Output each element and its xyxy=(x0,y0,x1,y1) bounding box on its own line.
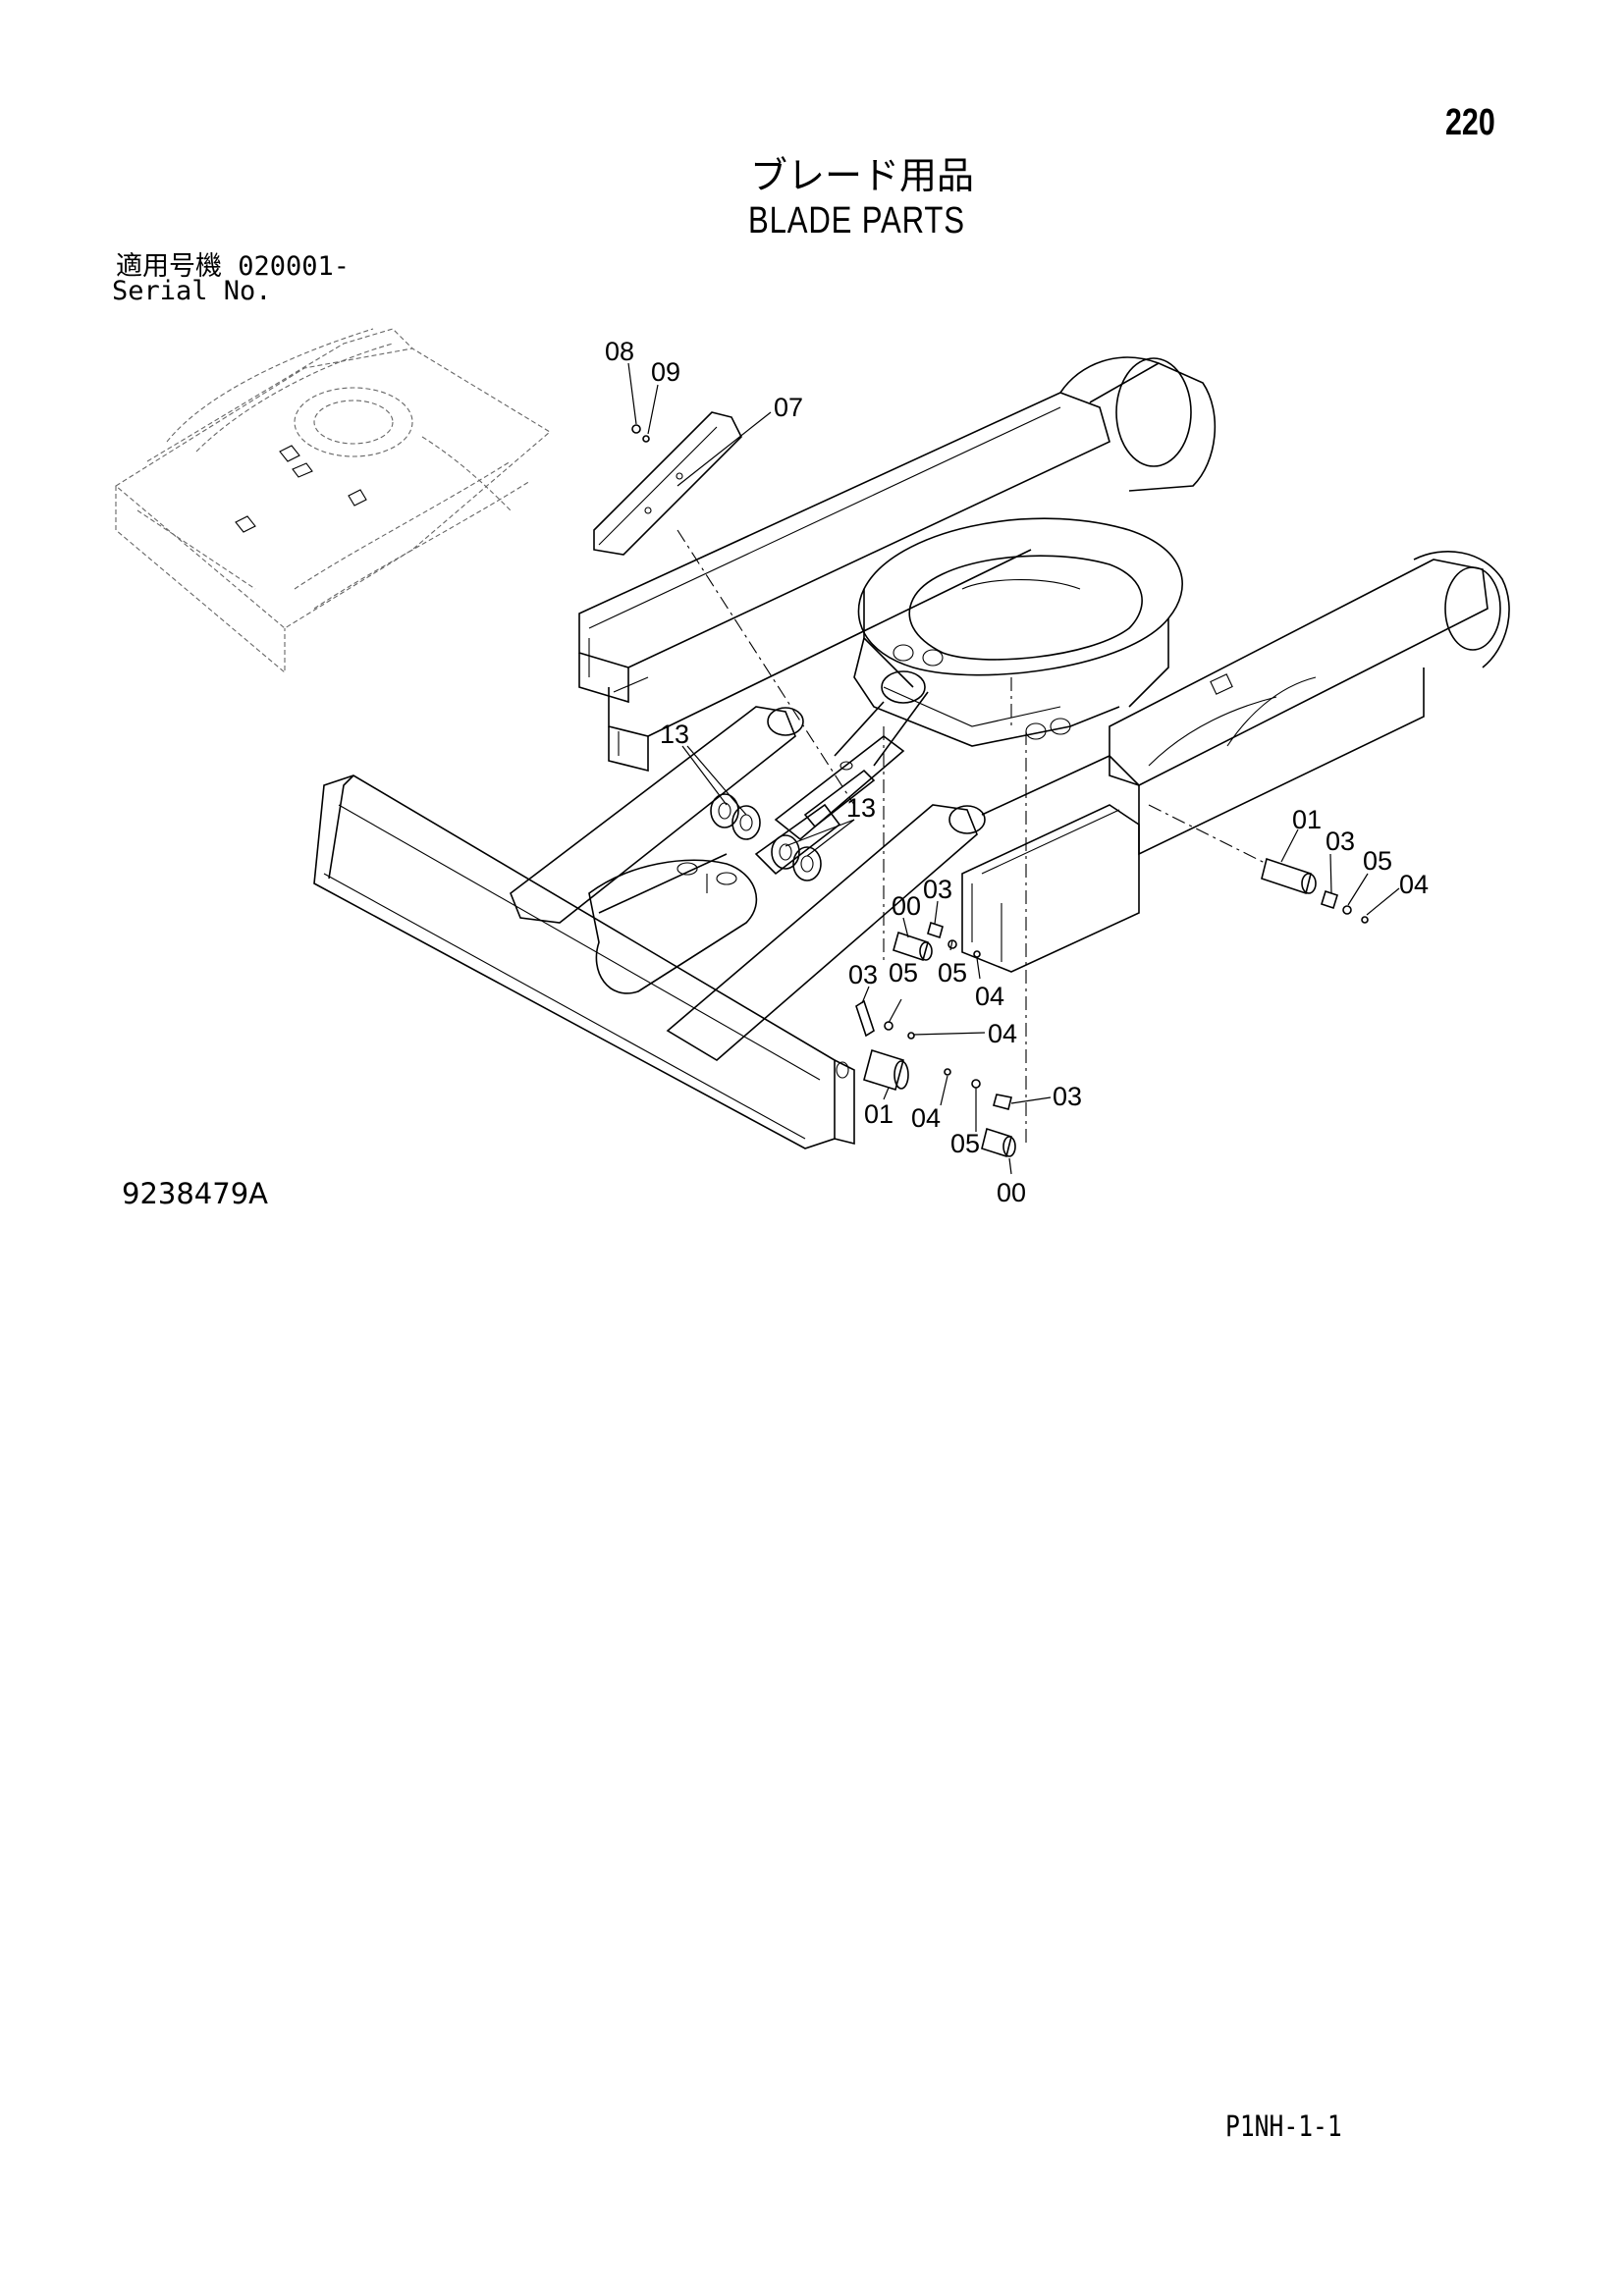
callout-label: 13 xyxy=(660,720,689,749)
callout-label: 08 xyxy=(605,337,634,366)
callout-label: 04 xyxy=(988,1019,1017,1048)
callout-labels: 08 09 07 13 13 01 03 05 04 00 03 05 04 0… xyxy=(605,337,1429,1207)
callout-label: 01 xyxy=(864,1099,893,1129)
callout-label: 07 xyxy=(774,393,803,422)
right-track-frame xyxy=(961,551,1510,973)
callout-label: 09 xyxy=(651,357,680,387)
assembly-centerlines xyxy=(677,529,1268,1144)
page-number: 220 xyxy=(1445,102,1495,143)
callout-label: 00 xyxy=(997,1178,1026,1207)
callout-label: 05 xyxy=(950,1129,980,1158)
undercarriage-thumbnail xyxy=(115,328,551,674)
callout-label: 05 xyxy=(938,958,967,988)
center-frame xyxy=(853,517,1183,747)
guard-plate-07 xyxy=(593,411,742,556)
blade-arms xyxy=(510,706,986,1061)
callout-label: 13 xyxy=(846,793,876,823)
blade-parts-exploded-diagram: 08 09 07 13 13 01 03 05 04 00 03 05 04 0… xyxy=(115,328,1510,1207)
callout-label: 04 xyxy=(975,982,1004,1011)
bushings-13 xyxy=(710,793,822,881)
page-code: P1NH-1-1 xyxy=(1225,2109,1342,2143)
page-title-japanese: ブレード用品 xyxy=(750,154,975,197)
callout-label: 03 xyxy=(1053,1082,1082,1111)
track-frame xyxy=(578,356,1217,773)
drawing-number: 9238479A xyxy=(122,1177,268,1210)
blade-cylinder xyxy=(754,670,929,876)
pins-and-hardware xyxy=(855,857,1369,1158)
callout-label: 04 xyxy=(911,1103,941,1133)
dozer-blade xyxy=(313,774,855,1149)
leader-lines xyxy=(627,362,1400,1175)
callout-label: 03 xyxy=(923,875,952,904)
callout-label: 04 xyxy=(1399,870,1429,899)
callout-label: 03 xyxy=(848,960,878,989)
callout-label: 00 xyxy=(892,891,921,921)
callout-label: 05 xyxy=(889,958,918,988)
page-title: BLADE PARTS xyxy=(748,200,965,241)
callout-label: 03 xyxy=(1326,827,1355,856)
callout-label: 01 xyxy=(1292,805,1322,834)
serial-range-label: 適用号機 020001- xyxy=(116,251,351,282)
callout-label: 05 xyxy=(1363,846,1392,876)
serial-number-label: Serial No. xyxy=(112,276,272,306)
